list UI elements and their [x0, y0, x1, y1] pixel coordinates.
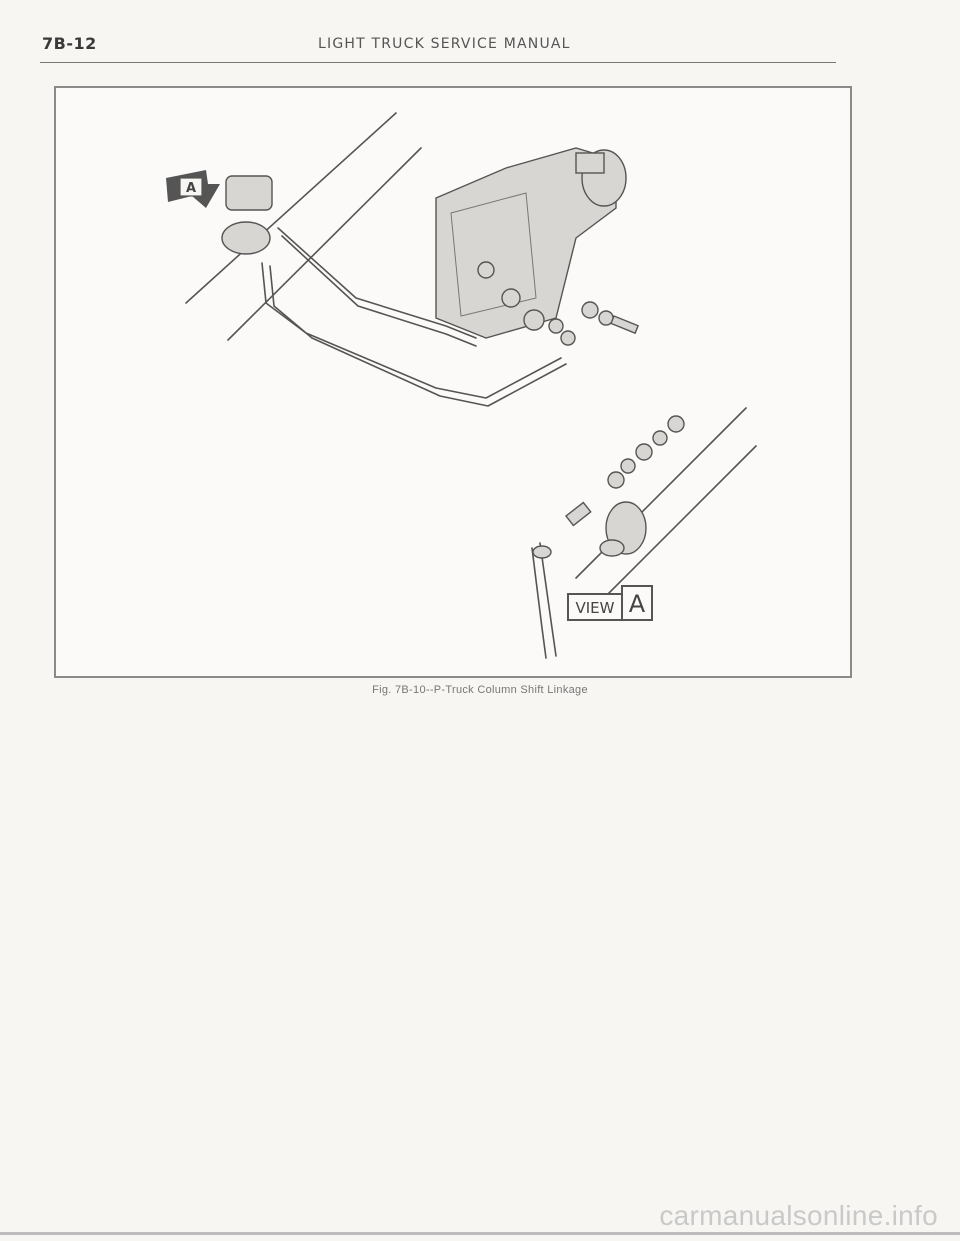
steering-column	[185, 112, 422, 341]
linkage-illustration: A	[166, 112, 757, 659]
view-a-callout: A	[166, 170, 220, 208]
page-number: 7B-12	[42, 34, 97, 53]
view-a-detail	[531, 407, 757, 659]
watermark: carmanualsonline.info	[659, 1200, 938, 1231]
figure-frame: A	[54, 86, 852, 678]
running-head: LIGHT TRUCK SERVICE MANUAL	[318, 36, 571, 52]
shift-rods	[261, 227, 567, 407]
bolt-and-washers	[560, 301, 640, 346]
footer-rule	[0, 1232, 960, 1235]
view-letter: A	[629, 590, 646, 618]
figure-caption: Fig. 7B-10--P-Truck Column Shift Linkage	[372, 684, 588, 696]
header-rule	[40, 62, 836, 63]
callout-label: A	[186, 181, 196, 196]
transmission	[435, 147, 627, 339]
view-a-box: VIEW A	[567, 585, 653, 621]
view-word: VIEW	[576, 599, 615, 617]
